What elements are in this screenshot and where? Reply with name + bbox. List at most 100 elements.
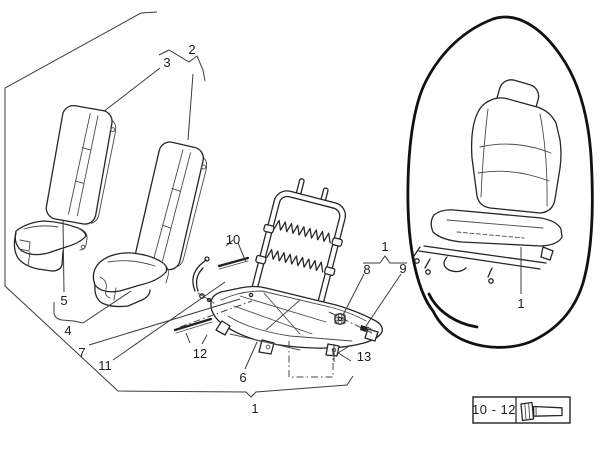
nut-8-lobe-1	[334, 313, 339, 319]
spring-row-2	[266, 248, 324, 273]
backrest-cushion-right	[135, 141, 208, 271]
callout-9: 9	[399, 261, 406, 276]
leader-7	[88, 298, 241, 346]
seat-cover-curl	[80, 244, 86, 250]
backrest-cushion-right-outline	[135, 141, 205, 271]
hex-bolt-icon	[520, 401, 563, 422]
callout-2-3-bracket	[158, 49, 206, 82]
cartouche-swoosh	[427, 292, 479, 329]
nut-8	[334, 313, 346, 325]
seat-cover-roll	[77, 227, 88, 251]
recliner-lever-knob	[204, 256, 210, 262]
seat-pad-notch	[99, 276, 111, 299]
slide-rod-12-shadow	[175, 321, 213, 334]
recliner-lever	[192, 259, 207, 292]
leader-10	[237, 242, 247, 263]
leader-2	[187, 73, 194, 141]
base-pan-outline	[210, 285, 383, 349]
base-pan-inner-rim-top	[220, 290, 367, 322]
slide-rod-axis	[179, 300, 253, 328]
slide-rod-12	[173, 317, 213, 332]
seat-pad-seams	[107, 260, 169, 301]
callout-11: 11	[98, 358, 112, 373]
leader-6	[244, 341, 258, 370]
legend-box: 10 - 12	[472, 396, 571, 424]
backrest-cushion-right-curl	[201, 164, 207, 170]
vehicle-outline-cartouche	[406, 15, 594, 349]
small-parts-group	[173, 256, 254, 334]
frame-collar-left-1	[263, 223, 275, 234]
callout-2-3-group: 3 2	[102, 42, 206, 141]
seat-foot-roller-3	[488, 278, 494, 284]
leader-11	[112, 281, 226, 361]
base-foot-right	[364, 328, 379, 342]
nut-8-lobe-4	[341, 319, 346, 325]
screw-9	[360, 325, 368, 332]
frame-collar-left-2	[255, 254, 267, 265]
seat-cushion-hatch	[456, 231, 525, 239]
bracket-12	[185, 332, 208, 345]
backrest-cushion-left	[45, 104, 117, 225]
screw-9-tip	[367, 326, 372, 330]
bolt-head-facets	[524, 402, 531, 421]
seat-pad-flap	[94, 284, 151, 308]
base-pan-inner-rim-bottom	[227, 315, 353, 342]
callout-6: 6	[239, 370, 246, 385]
leader-4	[82, 290, 132, 324]
seat-cover-flap	[13, 232, 64, 272]
base-pan-cross-braces	[233, 292, 327, 335]
bracket-1-fasteners	[363, 255, 407, 264]
bracket-13	[337, 344, 352, 362]
pin-11	[248, 292, 254, 298]
seatback-frame	[249, 178, 347, 322]
backrest-cushion-left-roll	[90, 119, 117, 224]
nut-8-center	[337, 316, 343, 322]
complete-seat: 1	[413, 79, 563, 311]
backrest-cushion-left-curl	[110, 127, 116, 133]
callout-left-leaders: 7 11 12 10 6	[78, 232, 258, 385]
fastener-group: 1 8 9	[328, 239, 407, 334]
seat-cushion-pad	[92, 252, 169, 308]
seat-rails	[418, 245, 547, 270]
assembly-brace-frame: 1	[4, 11, 354, 416]
lever-bracket-hole-2	[206, 297, 212, 303]
bolt-shaft	[532, 405, 563, 417]
callout-3: 3	[163, 55, 170, 70]
backrest-cushion-right-roll	[174, 157, 208, 268]
seat-backrest-seams	[477, 108, 552, 207]
seat-backrest	[470, 97, 562, 214]
seat-cushion-cover	[13, 220, 88, 272]
leader-3	[102, 67, 161, 113]
frame-collar-right-1	[331, 237, 343, 247]
seat-rail-end-bracket	[540, 246, 554, 261]
callout-4: 4	[64, 323, 71, 338]
callout-12: 12	[193, 346, 207, 361]
seat-foot-roller-1	[414, 258, 420, 264]
seat-base-pan	[210, 285, 383, 357]
callout-2: 2	[188, 42, 195, 57]
ghost-position-box	[288, 341, 334, 378]
seat-cover-seams	[18, 225, 59, 267]
seat-cushion-seam	[446, 219, 544, 229]
nut-8-lobe-3	[334, 319, 339, 325]
callout-10: 10	[226, 232, 240, 247]
torsion-rod-10-shadow	[218, 260, 249, 270]
legend-range-label: 10 - 12	[472, 402, 516, 417]
seat-pad-top	[92, 252, 168, 293]
callout-1-complete-seat: 1	[517, 296, 524, 311]
leader-9	[365, 273, 402, 327]
frame-collar-right-2	[324, 266, 336, 276]
base-rail-line	[229, 333, 301, 351]
callout-13: 13	[357, 349, 371, 364]
seat-cover-top	[14, 220, 87, 256]
backrest-cushion-left-panel	[67, 113, 99, 217]
callout-1-assembly: 1	[251, 401, 258, 416]
torsion-rod-10	[217, 256, 250, 268]
callout-1-fasteners: 1	[381, 239, 388, 254]
seat-rail-handle	[443, 256, 467, 273]
seat-cushion	[430, 209, 563, 247]
seat-foot-hooks	[413, 246, 493, 278]
frame-border-line	[4, 11, 354, 398]
